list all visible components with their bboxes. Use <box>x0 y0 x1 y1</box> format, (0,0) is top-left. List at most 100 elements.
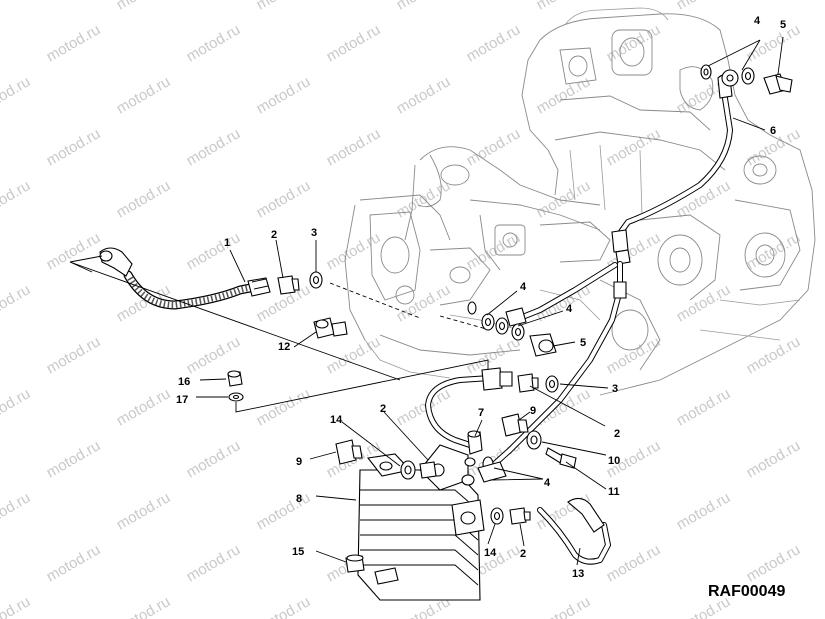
callout-2: 2 <box>380 403 386 415</box>
oil-hose-13 <box>425 367 611 565</box>
watermark-text: motod.ru <box>604 541 664 585</box>
washers-4-lower <box>477 456 531 525</box>
callout-16: 16 <box>178 376 190 388</box>
oil-cooler-parts <box>99 64 793 601</box>
watermark-text: motod.ru <box>0 593 33 619</box>
watermark-text: motod.ru <box>744 333 804 377</box>
watermark-text: motod.ru <box>254 73 314 117</box>
callout-8: 8 <box>296 493 302 505</box>
watermark-text: motod.ru <box>674 0 734 13</box>
callout-9: 9 <box>530 405 536 417</box>
callout-1: 1 <box>224 237 230 249</box>
callout-7: 7 <box>478 407 484 419</box>
drawing-code: RAF00049 <box>708 583 785 600</box>
watermark-text: motod.ru <box>44 125 104 169</box>
oil-hose-1 <box>99 247 271 310</box>
watermark-text: motod.ru <box>324 125 384 169</box>
watermark-text: motod.ru <box>744 437 804 481</box>
watermark-text: motod.ru <box>534 73 594 117</box>
watermark-text: motod.ru <box>254 489 314 533</box>
bolt-12 <box>313 317 348 339</box>
callout-3: 3 <box>311 227 317 239</box>
leader-lines <box>69 36 784 566</box>
plug-16 <box>227 370 244 402</box>
watermark-text: motod.ru <box>114 593 174 619</box>
watermark-text: motod.ru <box>534 177 594 221</box>
fitting-2-right <box>517 373 559 393</box>
callout-4: 4 <box>544 477 551 489</box>
bolt-7 <box>461 430 483 486</box>
watermark-text: motod.ru <box>44 541 104 585</box>
watermark-text: motod.ru <box>604 21 664 65</box>
watermark-text: motod.ru <box>184 21 244 65</box>
watermark-text: motod.ru <box>0 281 33 325</box>
watermark-text: motod.ru <box>114 177 174 221</box>
watermark-text: motod.ru <box>184 541 244 585</box>
watermark-text: motod.ru <box>114 489 174 533</box>
callout-4: 4 <box>566 303 573 315</box>
watermark-text: motod.ru <box>254 177 314 221</box>
banjo-bolt-5-top <box>700 64 793 95</box>
callout-labels: 1 2 3 12 4 5 6 4 4 5 3 2 16 17 2 14 9 8 … <box>176 15 786 580</box>
watermark-text: motod.ru <box>0 489 33 533</box>
watermark-text: motod.ru <box>604 125 664 169</box>
watermark-text: motod.ru <box>184 437 244 481</box>
callout-2: 2 <box>520 548 526 560</box>
watermark-text: motod.ru <box>324 229 384 273</box>
oil-cooler-8 <box>357 444 485 601</box>
callout-10: 10 <box>608 455 620 467</box>
watermark-text: motod.ru <box>464 21 524 65</box>
callout-13: 13 <box>572 568 584 580</box>
fitting-9-left <box>335 439 437 480</box>
callout-9: 9 <box>296 456 302 468</box>
watermark-text: motod.ru <box>184 125 244 169</box>
callout-15: 15 <box>292 546 304 558</box>
plug-16-reference-line <box>235 359 489 413</box>
watermark-text: motod.ru <box>534 281 594 325</box>
plug-15 <box>345 554 365 573</box>
oil-hose-6 <box>487 74 733 471</box>
alignment-line-1 <box>329 282 421 319</box>
callout-2: 2 <box>271 229 277 241</box>
alignment-line-2 <box>439 315 491 331</box>
watermark-text: motod.ru <box>254 0 314 13</box>
watermark-text: motod.ru <box>114 73 174 117</box>
callout-14: 14 <box>330 414 343 426</box>
fitting-9-center <box>501 413 577 469</box>
watermark-text: motod.ru <box>674 281 734 325</box>
watermark-text: motod.ru <box>44 21 104 65</box>
watermark-text: motod.ru <box>324 21 384 65</box>
watermark-text: motod.ru <box>674 489 734 533</box>
watermark-text: motod.ru <box>394 0 454 13</box>
watermark-text: motod.ru <box>44 333 104 377</box>
watermark-text: motod.ru <box>184 229 244 273</box>
callout-5: 5 <box>780 19 786 31</box>
watermark-text: motod.ru <box>534 593 594 619</box>
callout-12: 12 <box>278 341 290 353</box>
callout-4: 4 <box>754 15 761 27</box>
callout-11: 11 <box>608 486 620 498</box>
watermark-text: motod.ru <box>674 385 734 429</box>
callout-3: 3 <box>612 383 618 395</box>
watermark-text: motod.ru <box>394 385 454 429</box>
callout-4: 4 <box>520 281 527 293</box>
watermark-text: motod.ru <box>0 0 33 13</box>
engine-outline <box>344 7 816 396</box>
callout-6: 6 <box>770 125 776 137</box>
watermark-text: motod.ru <box>0 177 33 221</box>
watermark-text: motod.ru <box>464 125 524 169</box>
watermark-text: motod.ru <box>114 0 174 13</box>
watermark-text: motod.ru <box>254 593 314 619</box>
watermark-text: motod.ru <box>254 385 314 429</box>
watermark-text: motod.ru <box>0 73 33 117</box>
callout-2: 2 <box>614 428 620 440</box>
watermark-text: motod.ru <box>114 385 174 429</box>
watermark-text: motod.ru <box>744 541 804 585</box>
watermark-text: motod.ru <box>44 229 104 273</box>
watermark-text: motod.ru <box>0 385 33 429</box>
banjo-bolt-5-middle <box>467 301 557 357</box>
watermark-text: motod.ru <box>394 177 454 221</box>
callout-17: 17 <box>176 394 188 406</box>
watermark-text: motod.ru <box>44 437 104 481</box>
